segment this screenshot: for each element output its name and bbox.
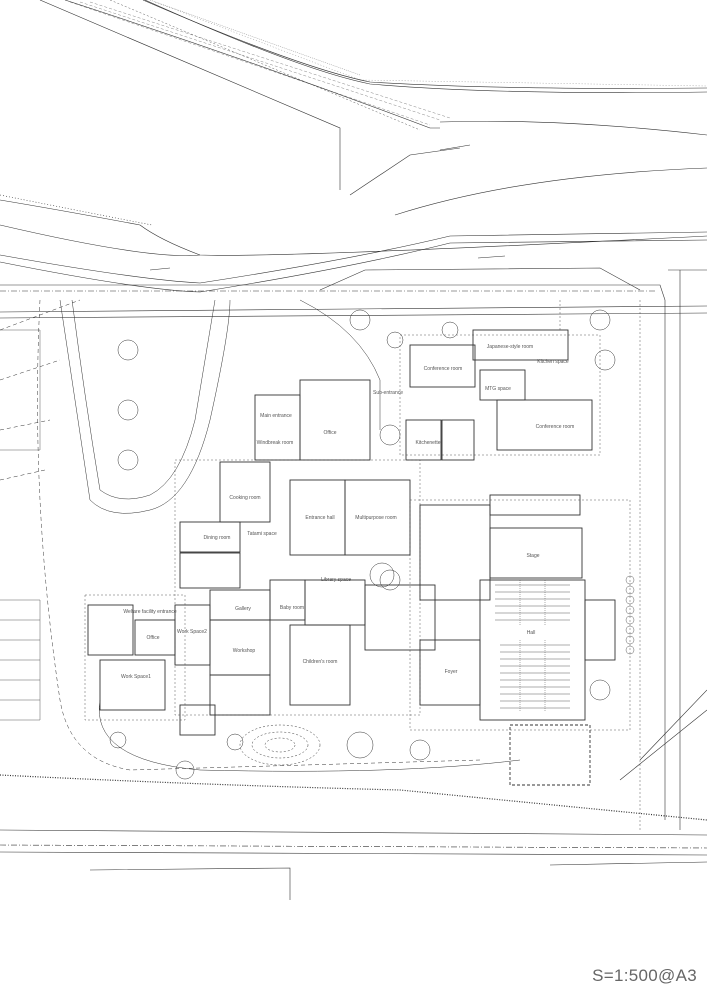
building-walls	[87, 329, 616, 786]
label-office-welfare: Office	[146, 635, 160, 641]
label-welfare-facility-entrance: Welfare facility entrance	[123, 609, 177, 615]
label-stage: Stage	[526, 553, 540, 559]
label-conference-room-east: Conference room	[535, 424, 575, 430]
walkway-dashes	[84, 300, 641, 830]
label-childrens-room: Children's room	[302, 659, 338, 665]
label-office-main: Office	[323, 430, 337, 436]
road-embankment	[0, 0, 707, 319]
label-cooking-room: Cooking room	[229, 495, 261, 501]
site-boundary	[0, 269, 707, 900]
outer-columns	[625, 575, 635, 655]
label-mtg-space: MTG space	[485, 386, 511, 392]
label-work-space-1: Work Space1	[121, 674, 151, 680]
label-foyer: Foyer	[444, 669, 458, 675]
label-tatami-space: Tatami space	[247, 531, 277, 537]
hall-seating	[495, 580, 570, 712]
scale-label: S=1:500@A3	[592, 966, 697, 985]
label-entrance-hall: Entrance hall	[305, 515, 335, 521]
label-workshop: Workshop	[232, 648, 256, 654]
label-kitchenette: Kitchenette	[415, 440, 441, 446]
label-conference-room-north: Conference room	[423, 366, 463, 372]
label-library-space: Library space	[320, 577, 352, 583]
label-japanese-style-room: Japanese-style room	[486, 344, 534, 350]
label-kitchen-space: Kitchen space	[537, 359, 569, 365]
label-baby-room: Baby room	[279, 605, 305, 611]
label-windbreak-room: Windbreak room	[256, 440, 294, 446]
landscape	[0, 299, 616, 780]
parking-left	[0, 329, 41, 721]
label-main-entrance: Main entrance	[260, 413, 292, 419]
label-sub-entrance: Sub-entrance	[372, 390, 404, 396]
label-gallery: Gallery	[235, 606, 251, 612]
label-multipurpose-room: Multipurpose room	[355, 515, 397, 521]
hatch-embankment	[69, 0, 707, 126]
label-work-space-2: Work Space2	[177, 629, 207, 635]
label-hall: Hall	[526, 630, 536, 636]
label-dining-room: Dining room	[203, 535, 231, 541]
